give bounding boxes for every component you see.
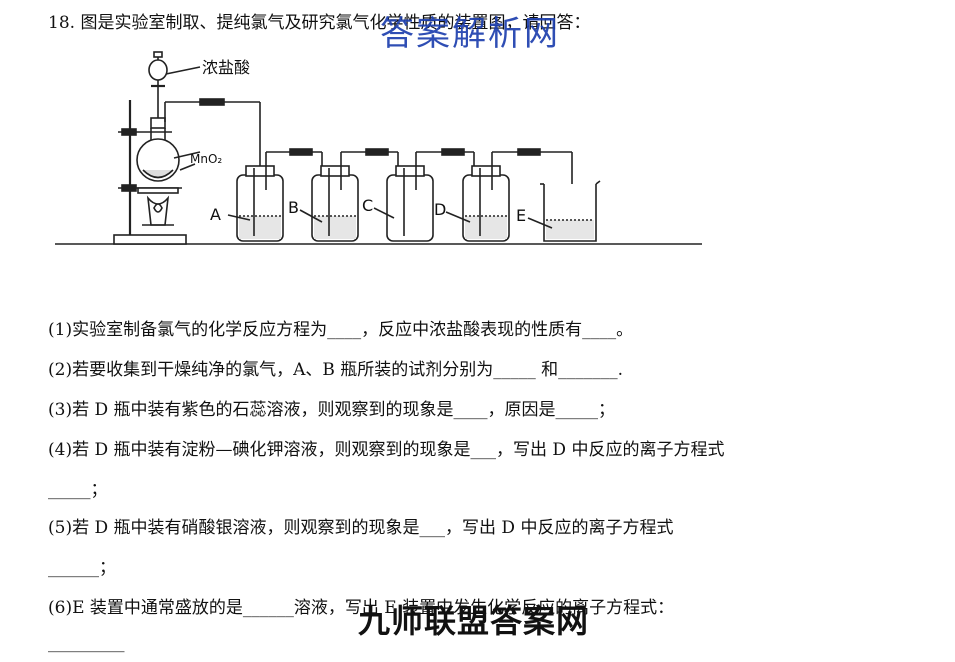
label-d: D bbox=[434, 200, 446, 219]
question-3: (3)若 D 瓶中装有紫色的石蕊溶液，则观察到的现象是____，原因是_____… bbox=[48, 400, 616, 420]
question-5-answer-line: ______； bbox=[48, 558, 116, 578]
label-mno2: MnO₂ bbox=[190, 152, 222, 166]
bottle-b bbox=[311, 165, 359, 242]
label-e: E bbox=[516, 206, 526, 225]
question-2: (2)若要收集到干燥纯净的氯气，A、B 瓶所装的试剂分别为_____ 和____… bbox=[48, 360, 624, 380]
bottle-d bbox=[462, 165, 510, 242]
label-a: A bbox=[210, 205, 221, 224]
label-conc-hcl: 浓盐酸 bbox=[202, 58, 250, 77]
question-6-answer-line: _________ bbox=[48, 633, 125, 653]
apparatus-diagram: 浓盐酸 MnO₂ A B C D E bbox=[55, 51, 702, 245]
funnel-bulb bbox=[148, 59, 168, 81]
question-5: (5)若 D 瓶中装有硝酸银溶液，则观察到的现象是___，写出 D 中反应的离子… bbox=[48, 518, 674, 538]
question-4: (4)若 D 瓶中装有淀粉—碘化钾溶液，则观察到的现象是___，写出 D 中反应… bbox=[48, 440, 725, 460]
bottle-a bbox=[236, 165, 284, 242]
watermark-top: 答案解析网 bbox=[380, 14, 560, 54]
bottle-c bbox=[386, 165, 434, 242]
watermark-bottom: 九师联盟答案网 bbox=[358, 602, 590, 640]
question-title: 18. 图是实验室制取、提纯氯气及研究氯气化学性质的装置图，请回答： bbox=[48, 13, 591, 33]
label-c: C bbox=[362, 196, 373, 215]
question-6: (6)E 装置中通常盛放的是______溶液，写出 E 装置中发生化学反应的离子… bbox=[48, 598, 675, 618]
label-b: B bbox=[288, 198, 299, 217]
beaker-e bbox=[540, 180, 601, 242]
question-4-answer-line: _____； bbox=[48, 480, 108, 500]
question-1: (1)实验室制备氯气的化学反应方程为____，反应中浓盐酸表现的性质有____。 bbox=[48, 320, 634, 340]
stand-base bbox=[113, 234, 187, 245]
